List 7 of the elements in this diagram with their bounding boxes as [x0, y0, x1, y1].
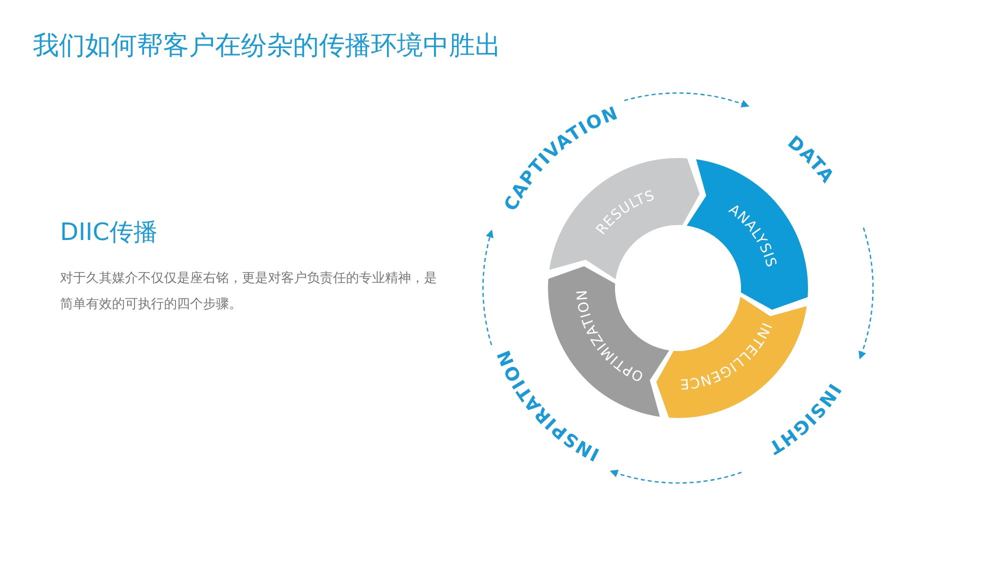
- page-title: 我们如何帮客户在纷杂的传播环境中胜出: [33, 30, 501, 63]
- dashed-arrow: [624, 92, 750, 108]
- dashed-arrow: [858, 228, 874, 360]
- body-text: 对于久其媒介不仅仅是座右铭，更是对客户负责任的专业精神，是简单有效的可执行的四个步骤。: [60, 270, 438, 314]
- dashed-arrow: [482, 229, 494, 346]
- dashed-arrow: [610, 469, 742, 484]
- section-heading: DIIC传播: [60, 217, 158, 248]
